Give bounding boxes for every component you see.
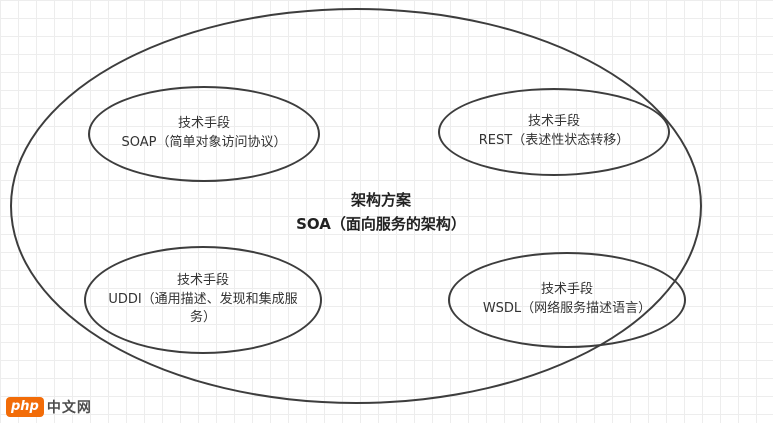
watermark-text: 中文网 — [46, 400, 92, 416]
node-soap: 技术手段 SOAP（简单对象访问协议） — [88, 86, 320, 182]
node-soap-desc: SOAP（简单对象访问协议） — [121, 135, 287, 150]
node-uddi-title: 技术手段 — [176, 272, 229, 288]
node-uddi: 技术手段 UDDI（通用描述、发现和集成服务） — [84, 246, 322, 354]
node-wsdl-desc: WSDL（网络服务描述语言） — [482, 301, 652, 316]
center-title: 架构方案 SOA（面向服务的架构） — [228, 188, 534, 236]
outer-ellipse-soa — [10, 8, 702, 404]
node-rest: 技术手段 REST（表述性状态转移） — [438, 88, 670, 176]
center-title-line2: SOA（面向服务的架构） — [296, 215, 466, 233]
node-wsdl-title: 技术手段 — [540, 282, 593, 298]
php-logo-badge: php — [6, 397, 44, 417]
node-uddi-desc: UDDI（通用描述、发现和集成服务） — [108, 291, 298, 326]
node-wsdl: 技术手段 WSDL（网络服务描述语言） — [448, 252, 686, 348]
node-soap-title: 技术手段 — [177, 116, 230, 132]
node-rest-desc: REST（表述性状态转移） — [478, 133, 630, 148]
center-title-line1: 架构方案 — [350, 191, 411, 209]
node-rest-title: 技术手段 — [527, 114, 580, 130]
watermark: php 中文网 — [6, 397, 92, 417]
